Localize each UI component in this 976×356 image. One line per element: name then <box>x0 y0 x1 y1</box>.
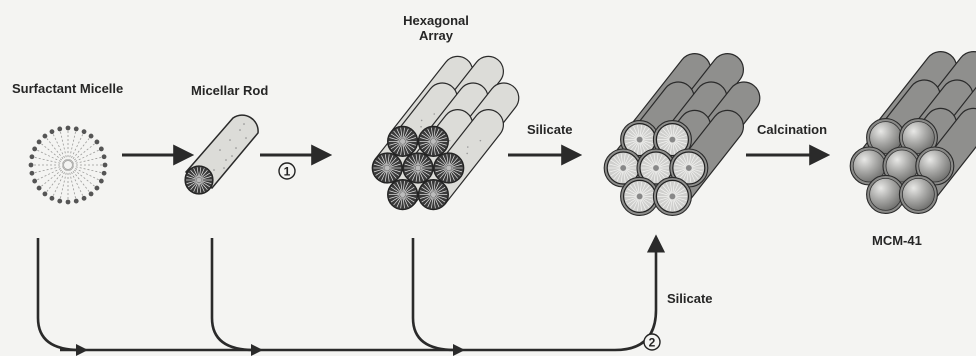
micellar-rod <box>185 115 258 194</box>
hexagonal-array-label-line2: Array <box>419 28 454 43</box>
pathway-to-silicate-array <box>60 238 656 350</box>
surfactant-micelle-label: Surfactant Micelle <box>12 81 123 96</box>
route-2-pathways <box>38 238 656 350</box>
route-1-number: 1 <box>284 165 291 179</box>
silicate-label-bottom: Silicate <box>667 291 713 306</box>
mcm41-label: MCM-41 <box>872 233 922 248</box>
calcination-label: Calcination <box>757 122 827 137</box>
arrowhead-rod-path <box>251 344 263 356</box>
arrowhead-micelle-path <box>76 344 88 356</box>
pathway-from-rod <box>212 238 254 350</box>
hexagonal-array-label-line1: Hexagonal <box>403 13 469 28</box>
silicate-coated-array <box>604 54 760 216</box>
micellar-rod-label: Micellar Rod <box>191 83 268 98</box>
mcm41-structure <box>850 52 976 214</box>
route-1-marker: 1 <box>279 163 295 179</box>
silicate-label-top: Silicate <box>527 122 573 137</box>
pathway-from-array <box>413 238 455 350</box>
surfactant-micelle <box>29 126 108 205</box>
route-2-number: 2 <box>649 336 656 350</box>
hexagonal-array <box>372 56 519 209</box>
pathway-from-micelle <box>38 238 80 350</box>
route-2-marker: 2 <box>644 334 660 350</box>
arrowhead-array-path <box>453 344 465 356</box>
